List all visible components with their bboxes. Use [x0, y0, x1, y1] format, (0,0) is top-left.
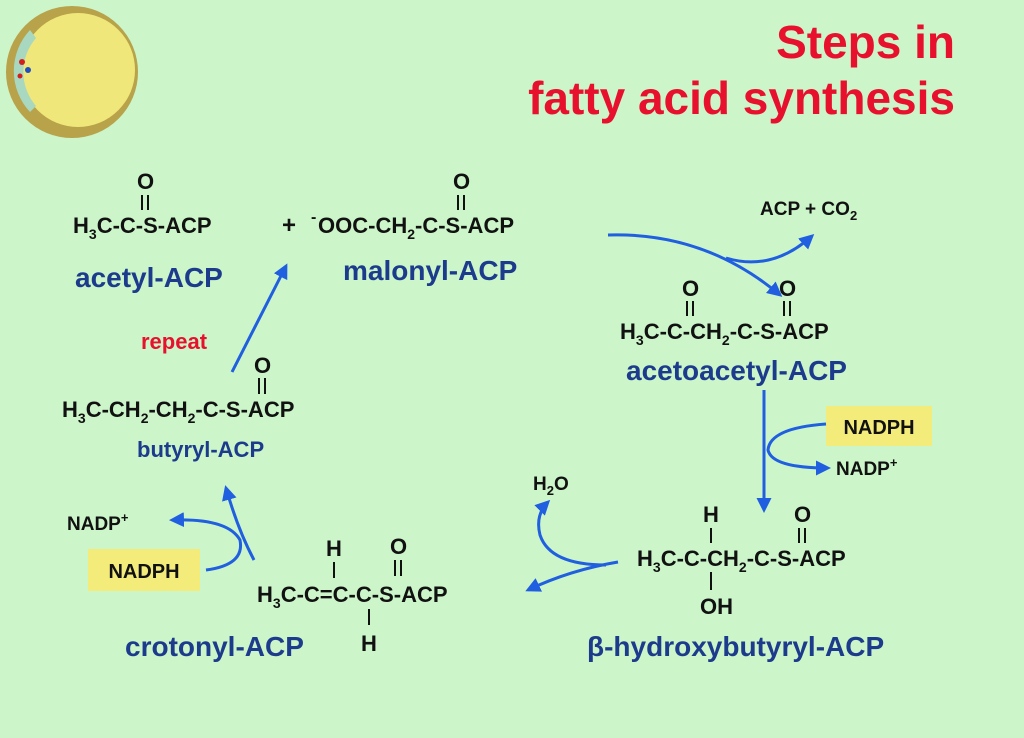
nadph-right-badge: NADPH [826, 406, 932, 446]
butyryl-name: butyryl-ACP [137, 437, 264, 462]
malonyl-charge: - [311, 209, 316, 226]
hydroxybutyryl-name: β-hydroxybutyryl-ACP [587, 631, 884, 662]
acetyl-name: acetyl-ACP [75, 262, 223, 293]
malonyl-name: malonyl-ACP [343, 255, 517, 286]
arrow-condensation [607, 233, 783, 297]
acetoacetyl-oxygen-2: O [779, 276, 796, 301]
crotonyl-hydrogen-top: H [326, 536, 342, 561]
nadp-right-label: NADP+ [836, 455, 898, 480]
nadp-left-label: NADP+ [67, 510, 129, 535]
nadph-left-label: NADPH [108, 561, 179, 583]
title-line-2: fatty acid synthesis [528, 72, 955, 124]
butyryl-formula: H3C-CH2-CH2-C-S-ACP [62, 397, 294, 426]
arrow-water-release [534, 499, 607, 567]
nadph-left-badge: NADPH [88, 549, 200, 591]
arrow-reduction-2 [222, 485, 256, 561]
acp-co2-label: ACP + CO2 [760, 199, 857, 223]
hydroxybutyryl-acp: H O H3C-C-CH2-C-S-ACP OH β-hydroxybutyry… [587, 502, 884, 662]
hydroxybutyryl-hydrogen: H [703, 502, 719, 527]
acetoacetyl-formula: H3C-C-CH2-C-S-ACP [620, 319, 829, 348]
title-line-1: Steps in [776, 16, 955, 68]
crotonyl-hydrogen-bottom: H [361, 631, 377, 656]
butyryl-oxygen: O [254, 353, 271, 378]
hydroxybutyryl-oxygen: O [794, 502, 811, 527]
plus-sign: + [282, 212, 296, 239]
malonyl-oxygen: O [453, 169, 470, 194]
arrow-nadph-left [169, 512, 243, 572]
arrow-repeat [230, 263, 288, 373]
reaction-arrows [169, 233, 831, 592]
crotonyl-acp: H O H3C-C=C-C-S-ACP H crotonyl-ACP [125, 534, 448, 662]
nadph-right-label: NADPH [843, 417, 914, 439]
cell-icon [6, 6, 138, 138]
acetoacetyl-name: acetoacetyl-ACP [626, 355, 847, 386]
crotonyl-formula: H3C-C=C-C-S-ACP [257, 582, 448, 611]
acetyl-oxygen: O [137, 169, 154, 194]
water-label: H2O [533, 474, 569, 498]
acetyl-acp: O H3C-C-S-ACP acetyl-ACP [73, 169, 223, 293]
butyryl-acp: O H3C-CH2-CH2-C-S-ACP butyryl-ACP [62, 353, 294, 462]
acetoacetyl-oxygen-1: O [682, 276, 699, 301]
crotonyl-name: crotonyl-ACP [125, 631, 304, 662]
arrow-nadph-right [766, 422, 831, 476]
arrow-co2-release [725, 233, 815, 264]
crotonyl-oxygen: O [390, 534, 407, 559]
acetoacetyl-acp: O O H3C-C-CH2-C-S-ACP acetoacetyl-ACP [620, 276, 847, 386]
acetyl-formula: H3C-C-S-ACP [73, 213, 212, 242]
arrow-dehydration [525, 560, 619, 592]
malonyl-acp: + - O OOC-CH2-C-S-ACP malonyl-ACP [282, 169, 517, 286]
hydroxybutyryl-hydroxyl: OH [700, 594, 733, 619]
repeat-label: repeat [141, 329, 208, 354]
malonyl-formula: OOC-CH2-C-S-ACP [318, 213, 514, 242]
hydroxybutyryl-formula: H3C-C-CH2-C-S-ACP [637, 546, 846, 575]
